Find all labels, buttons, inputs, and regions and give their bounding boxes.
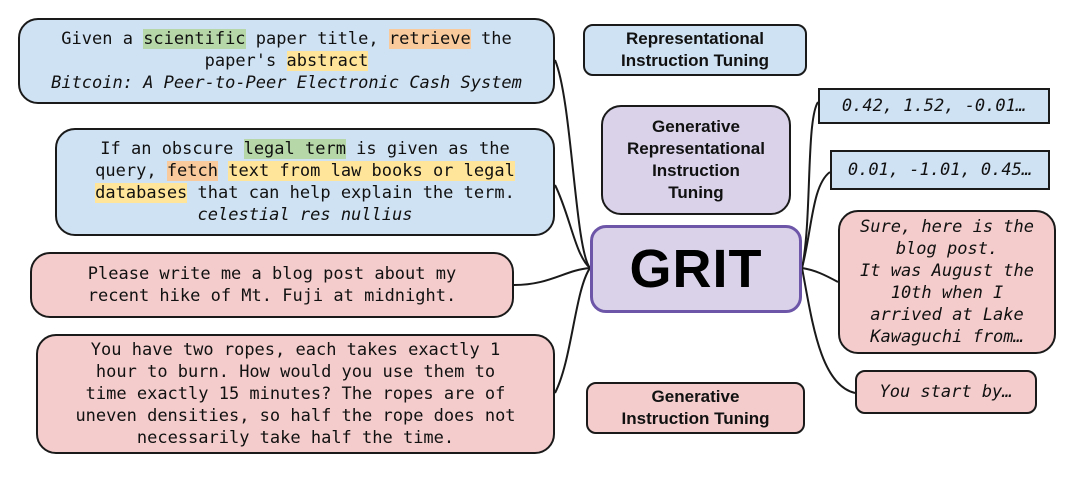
output-blog-response: Sure, here is the blog post. It was Augu… [838,210,1056,354]
ropes-line-1: You have two ropes, each takes exactly 1 [90,340,501,360]
input-scientific-retrieval: Given a scientific paper title, retrieve… [18,18,555,104]
output-embedding-2: 0.01, -1.01, 0.45… [830,150,1050,190]
embedding-values: 0.42, 1.52, -0.01… [841,96,1027,116]
connector-legal [554,184,591,269]
grit-model: GRIT [590,225,802,313]
label-line: Tuning [668,183,724,202]
text: If an obscure [100,139,244,159]
text: the [470,29,512,49]
response-line: Sure, here is the [860,217,1034,237]
input-blog-request: Please write me a blog post about my rec… [30,252,514,318]
legal-query: celestial res nullius [197,205,413,225]
input-legal-retrieval: If an obscure legal term is given as the… [55,128,555,236]
text: that can help explain the term. [187,183,515,203]
label-line: Generative [652,117,740,136]
label-generative-instruction-tuning: Generative Instruction Tuning [586,382,805,434]
highlight-databases: databases [95,183,188,203]
blog-line-2: recent hike of Mt. Fuji at midnight. [87,286,457,306]
scientific-line-2: paper's abstract [205,50,369,72]
label-line: Instruction Tuning [621,409,770,428]
response-line: arrived at Lake [870,305,1024,325]
legal-line-1: If an obscure legal term is given as the [100,138,510,160]
label-line: Representational [627,139,765,158]
label-generative-representational-instruction-tuning: Generative Representational Instruction … [601,105,791,215]
connector-scientific [554,59,591,269]
scientific-query: Bitcoin: A Peer-to-Peer Electronic Cash … [51,73,522,93]
text: paper title, [245,29,389,49]
highlight-legal-term: legal term [243,139,346,159]
connector-blog [513,267,591,286]
input-ropes-puzzle: You have two ropes, each takes exactly 1… [36,334,555,454]
connector-embedding2 [801,171,831,269]
embedding-values: 0.01, -1.01, 0.45… [847,160,1033,180]
output-ropes-response: You start by… [855,370,1037,414]
text [218,161,228,181]
highlight-fetch: fetch [166,161,218,181]
label-line: Representational [626,29,764,48]
connector-ropes [554,267,591,394]
text: Given a [61,29,144,49]
ropes-line-4: uneven densities, so half the rope does … [75,406,516,426]
ropes-line-5: necessarily take half the time. [136,428,455,448]
text: query, [95,161,167,181]
response-line: blog post. [895,239,999,259]
response-line: It was August the [860,261,1034,281]
label-representational-instruction-tuning: Representational Instruction Tuning [583,24,807,76]
response-line: Kawaguchi from… [870,327,1024,347]
highlight-scientific: scientific [143,29,246,49]
blog-line-1: Please write me a blog post about my [87,264,457,284]
connector-embedding1 [801,101,819,269]
scientific-line-1: Given a scientific paper title, retrieve… [61,28,512,50]
response-line: You start by… [879,382,1013,402]
connector-blog-response [801,267,839,283]
output-embedding-1: 0.42, 1.52, -0.01… [818,88,1050,124]
connector-ropes-response [801,267,856,394]
response-line: 10th when I [890,283,1004,303]
label-line: Generative [651,387,740,406]
highlight-law-books: text from law books or legal [228,161,515,181]
label-line: Instruction [652,161,740,180]
highlight-abstract: abstract [286,51,369,71]
ropes-line-3: time exactly 15 minutes? The ropes are o… [85,384,506,404]
highlight-retrieve: retrieve [388,29,471,49]
label-line: Instruction Tuning [621,51,769,70]
legal-line-2: query, fetch text from law books or lega… [95,160,515,182]
grit-title: GRIT [629,239,763,299]
text: is given as the [345,139,510,159]
legal-line-3: databases that can help explain the term… [95,182,515,204]
text: paper's [204,51,287,71]
ropes-line-2: hour to burn. How would you use them to [95,362,496,382]
